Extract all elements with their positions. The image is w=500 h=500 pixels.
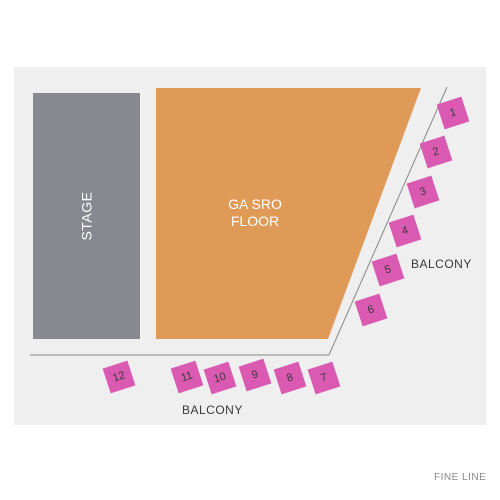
box-6-label: 6 — [366, 303, 376, 317]
box-3-label: 3 — [418, 185, 428, 199]
box-7-label: 7 — [319, 371, 329, 385]
box-8-label: 8 — [285, 371, 295, 385]
box-5-label: 5 — [383, 263, 393, 277]
balcony-side-label: BALCONY — [411, 257, 472, 271]
floor-label-line-2: FLOOR — [230, 213, 280, 229]
floor-label-line-1: GA SRO — [228, 196, 282, 212]
box-4-label: 4 — [400, 224, 410, 238]
box-11-label: 11 — [179, 369, 195, 385]
floor-label: GA SRO FLOOR — [180, 196, 330, 230]
balcony-bottom-label: BALCONY — [182, 403, 243, 417]
box-1-label: 1 — [448, 106, 458, 120]
box-12-label: 12 — [111, 369, 127, 385]
box-2-label: 2 — [431, 145, 441, 159]
venue-name: FINE LINE — [434, 472, 487, 483]
box-9-label: 9 — [250, 368, 260, 382]
box-10-label: 10 — [212, 370, 228, 386]
